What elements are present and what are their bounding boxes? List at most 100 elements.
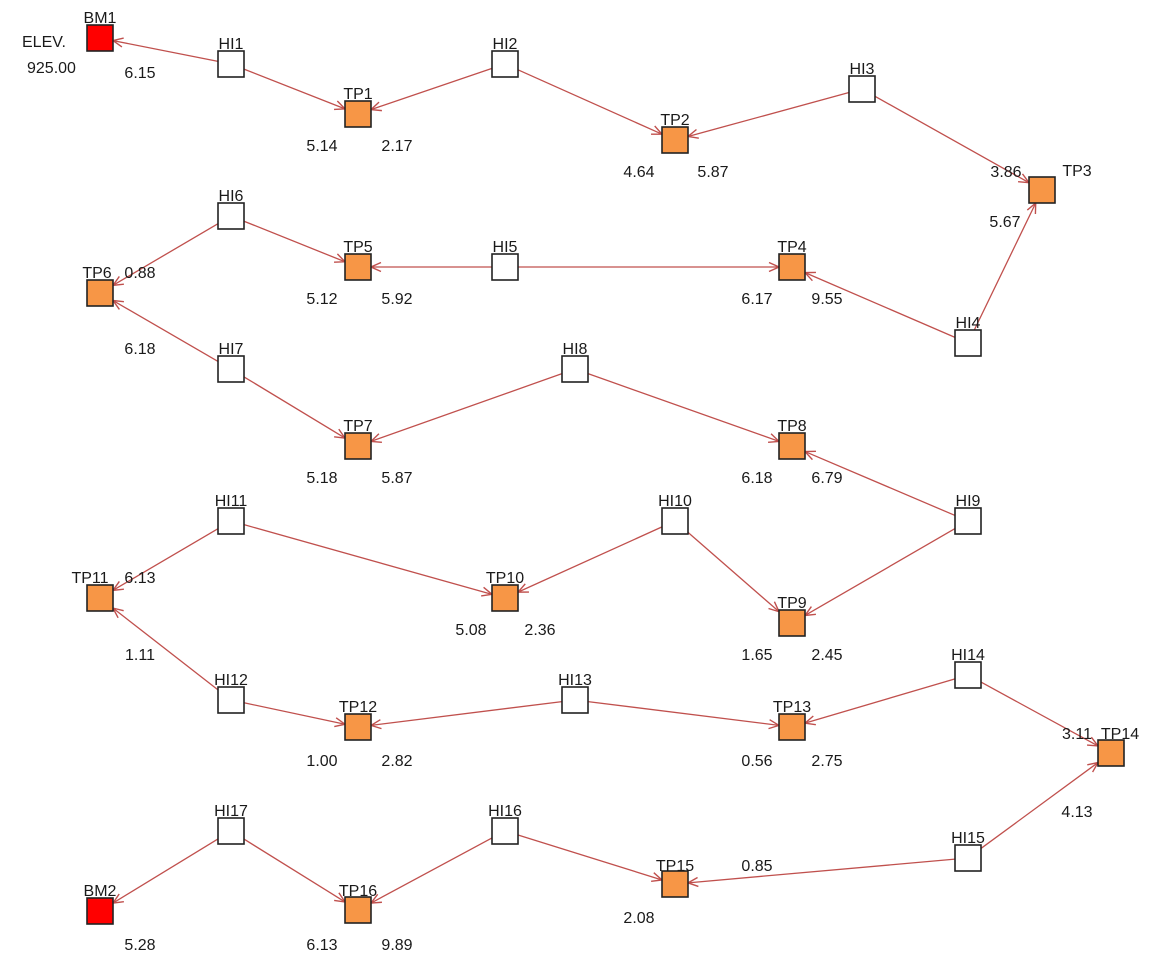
edge-hi1-to-bm1 [113,41,219,63]
node-label-hi12: HI12 [214,672,248,689]
edge-hi15-to-tp15 [688,858,956,883]
node-tp5 [344,253,372,281]
node-label-tp13: TP13 [773,699,811,716]
node-tp10 [491,584,519,612]
nodes-layer [86,24,1125,925]
labels-layer: ELEV. 925.00 BM1HI1TP1HI2TP2HI3TP3HI4TP4… [22,10,1139,954]
edges-layer [113,41,1098,903]
reading-label: 2.17 [381,138,412,155]
edge-hi4-to-tp3 [973,203,1035,331]
edge-hi4-to-tp4 [805,273,956,338]
edge-hi10-to-tp10 [518,526,663,592]
node-label-hi7: HI7 [219,341,244,358]
elevation-label: ELEV. [22,34,66,51]
reading-label: 1.65 [741,647,772,664]
node-hi1 [217,50,245,78]
node-hi4 [954,329,982,357]
node-label-tp1: TP1 [343,86,372,103]
reading-label: 5.28 [124,937,155,954]
edge-hi16-to-tp16 [371,837,493,903]
node-label-hi6: HI6 [219,188,244,205]
edge-hi7-to-tp6 [113,301,219,363]
node-tp2 [661,126,689,154]
node-tp12 [344,713,372,741]
node-label-hi10: HI10 [658,493,692,510]
reading-label: 6.18 [124,341,155,358]
node-label-tp8: TP8 [777,418,806,435]
reading-label: 4.13 [1061,804,1092,821]
edge-hi6-to-tp5 [243,220,345,262]
edge-hi7-to-tp7 [243,376,345,438]
node-hi14 [954,661,982,689]
edge-hi11-to-tp11 [113,528,219,591]
node-label-hi16: HI16 [488,803,522,820]
node-label-tp9: TP9 [777,595,806,612]
reading-label: 6.79 [811,470,842,487]
node-label-tp14: TP14 [1101,726,1139,743]
reading-label: 5.92 [381,291,412,308]
reading-label: 2.36 [524,622,555,639]
edge-hi17-to-bm2 [113,838,219,903]
edge-hi14-to-tp13 [805,678,956,723]
reading-label: 6.17 [741,291,772,308]
reading-label: 1.00 [306,753,337,770]
node-hi8 [561,355,589,383]
node-label-tp16: TP16 [339,883,377,900]
elevation-value: 925.00 [27,60,76,77]
edge-hi6-to-tp6 [113,223,219,286]
reading-label: 2.82 [381,753,412,770]
node-label-tp2: TP2 [660,112,689,129]
edge-hi16-to-tp15 [517,834,662,880]
node-hi11 [217,507,245,535]
edge-hi14-to-tp14 [980,681,1098,746]
edge-hi11-to-tp10 [243,524,492,595]
node-label-hi9: HI9 [956,493,981,510]
reading-label: 3.86 [990,164,1021,181]
reading-label: 6.15 [124,65,155,82]
node-label-hi13: HI13 [558,672,592,689]
reading-label: 0.88 [124,265,155,282]
node-label-hi4: HI4 [956,315,981,332]
reading-label: 2.75 [811,753,842,770]
edge-hi9-to-tp8 [805,452,956,517]
node-hi16 [491,817,519,845]
node-tp8 [778,432,806,460]
node-label-bm2: BM2 [84,883,117,900]
node-hi6 [217,202,245,230]
node-tp14 [1097,739,1125,767]
node-tp4 [778,253,806,281]
edge-hi13-to-tp12 [371,700,563,726]
edge-hi9-to-tp9 [805,527,956,616]
edge-hi17-to-tp16 [243,838,345,902]
node-hi3 [848,75,876,103]
edge-hi13-to-tp13 [587,700,779,726]
reading-label: 5.87 [381,470,412,487]
node-label-hi14: HI14 [951,647,985,664]
node-label-tp6: TP6 [82,265,111,282]
node-tp6 [86,279,114,307]
reading-label: 2.45 [811,647,842,664]
reading-label: 5.87 [697,164,728,181]
node-label-tp15: TP15 [656,858,694,875]
node-tp3 [1028,176,1056,204]
edge-hi15-to-tp14 [980,763,1098,849]
node-tp9 [778,609,806,637]
node-label-hi15: HI15 [951,830,985,847]
node-hi13 [561,686,589,714]
reading-label: 3.11 [1062,726,1092,743]
node-bm1 [86,24,114,52]
reading-label: 0.85 [741,858,772,875]
node-tp16 [344,896,372,924]
edge-hi2-to-tp1 [371,67,493,109]
reading-label: 5.67 [989,214,1020,231]
reading-label: 9.89 [381,937,412,954]
node-label-hi3: HI3 [850,61,875,78]
node-label-tp12: TP12 [339,699,377,716]
node-label-tp7: TP7 [343,418,372,435]
reading-label: 5.08 [455,622,486,639]
node-label-hi11: HI11 [215,493,248,510]
node-tp7 [344,432,372,460]
node-hi10 [661,507,689,535]
reading-label: 5.18 [306,470,337,487]
reading-label: 2.08 [623,910,654,927]
